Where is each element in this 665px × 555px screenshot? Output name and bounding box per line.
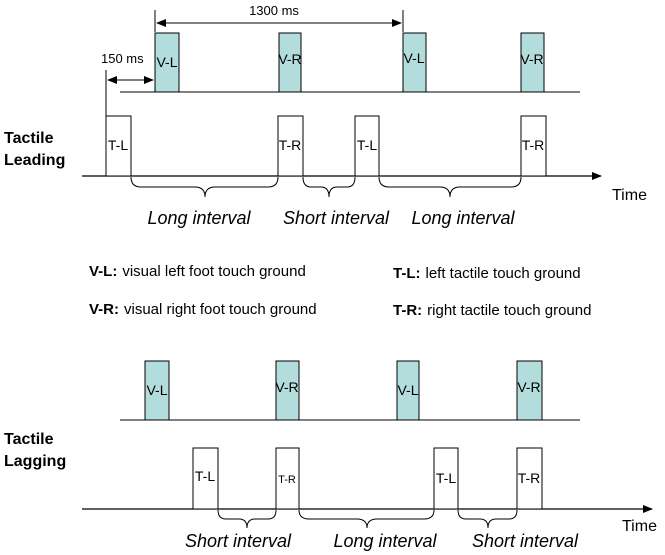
tactile-pulse: T-R bbox=[516, 447, 543, 510]
svg-text:T-L: T-L bbox=[436, 470, 456, 486]
svg-text:T-R: T-R bbox=[518, 470, 541, 486]
tactile-lagging-panel: V-L V-R V-L V-R Tactile Lagging Time T-L… bbox=[4, 360, 657, 551]
tactile-pulse: T-L bbox=[433, 447, 459, 510]
svg-text:V-L: V-L bbox=[146, 382, 167, 398]
visual-pulse: V-R bbox=[275, 360, 300, 421]
interval-brace bbox=[298, 509, 435, 529]
section-label-line2: Leading bbox=[4, 152, 65, 169]
legend: V-L:visual left foot touch ground V-R:vi… bbox=[89, 263, 591, 319]
legend-item: V-L:visual left foot touch ground bbox=[89, 263, 306, 280]
visual-pulse: V-L bbox=[402, 32, 427, 93]
legend-item: V-R:visual right foot touch ground bbox=[89, 301, 317, 318]
legend-item: T-L:left tactile touch ground bbox=[393, 265, 581, 282]
svg-text:V-R: V-R bbox=[520, 51, 543, 67]
svg-text:V-R: V-R bbox=[275, 379, 298, 395]
tactile-pulse: T-L bbox=[354, 115, 380, 177]
time-axis-label: Time bbox=[612, 187, 647, 204]
svg-text:T-R: T-R bbox=[279, 137, 302, 153]
legend-item: T-R:right tactile touch ground bbox=[393, 302, 591, 319]
tactile-pulse: T-R bbox=[277, 115, 304, 177]
interval-label: Long interval bbox=[333, 531, 437, 551]
interval-brace bbox=[457, 509, 518, 529]
interval-label: Short interval bbox=[283, 208, 390, 228]
svg-text:T-R: T-R bbox=[522, 137, 545, 153]
tactile-pulse: T-R bbox=[520, 115, 547, 177]
interval-brace bbox=[302, 176, 356, 198]
svg-text:T-L: T-L bbox=[357, 137, 377, 153]
dim-150-label: 150 ms bbox=[101, 51, 144, 66]
tactile-leading-panel: 1300 ms 150 ms V-L V-R V-L V-R Tactile L… bbox=[4, 3, 647, 228]
svg-text:V-L: V-L bbox=[403, 50, 424, 66]
section-label-line1: Tactile bbox=[4, 130, 54, 147]
visual-pulse: V-L bbox=[144, 360, 170, 421]
tactile-pulse: T-L bbox=[192, 447, 219, 510]
visual-pulse: V-R bbox=[516, 360, 543, 421]
interval-label: Short interval bbox=[472, 531, 579, 551]
tactile-pulse: T-R bbox=[275, 447, 300, 510]
interval-label: Long interval bbox=[147, 208, 251, 228]
time-axis-label: Time bbox=[622, 518, 657, 535]
interval-label: Long interval bbox=[411, 208, 515, 228]
svg-text:T-L: T-L bbox=[195, 468, 215, 484]
dim-1300-label: 1300 ms bbox=[249, 3, 299, 18]
svg-text:V-R: V-R bbox=[278, 51, 301, 67]
visual-pulse: V-R bbox=[520, 32, 545, 93]
visual-pulse: V-L bbox=[154, 32, 180, 93]
visual-pulse: V-L bbox=[396, 360, 420, 421]
interval-brace bbox=[130, 176, 279, 198]
svg-text:T-R: T-R bbox=[278, 474, 296, 486]
svg-text:V-L: V-L bbox=[156, 54, 177, 70]
interval-brace bbox=[217, 509, 277, 529]
interval-label: Short interval bbox=[185, 531, 292, 551]
svg-text:T-L: T-L bbox=[108, 137, 128, 153]
tactile-pulse: T-L bbox=[105, 115, 132, 177]
svg-text:V-R: V-R bbox=[517, 379, 540, 395]
interval-brace bbox=[378, 176, 522, 198]
section-label-line2: Lagging bbox=[4, 453, 66, 470]
svg-text:V-L: V-L bbox=[397, 382, 418, 398]
section-label-line1: Tactile bbox=[4, 431, 54, 448]
visual-pulse: V-R bbox=[278, 32, 302, 93]
